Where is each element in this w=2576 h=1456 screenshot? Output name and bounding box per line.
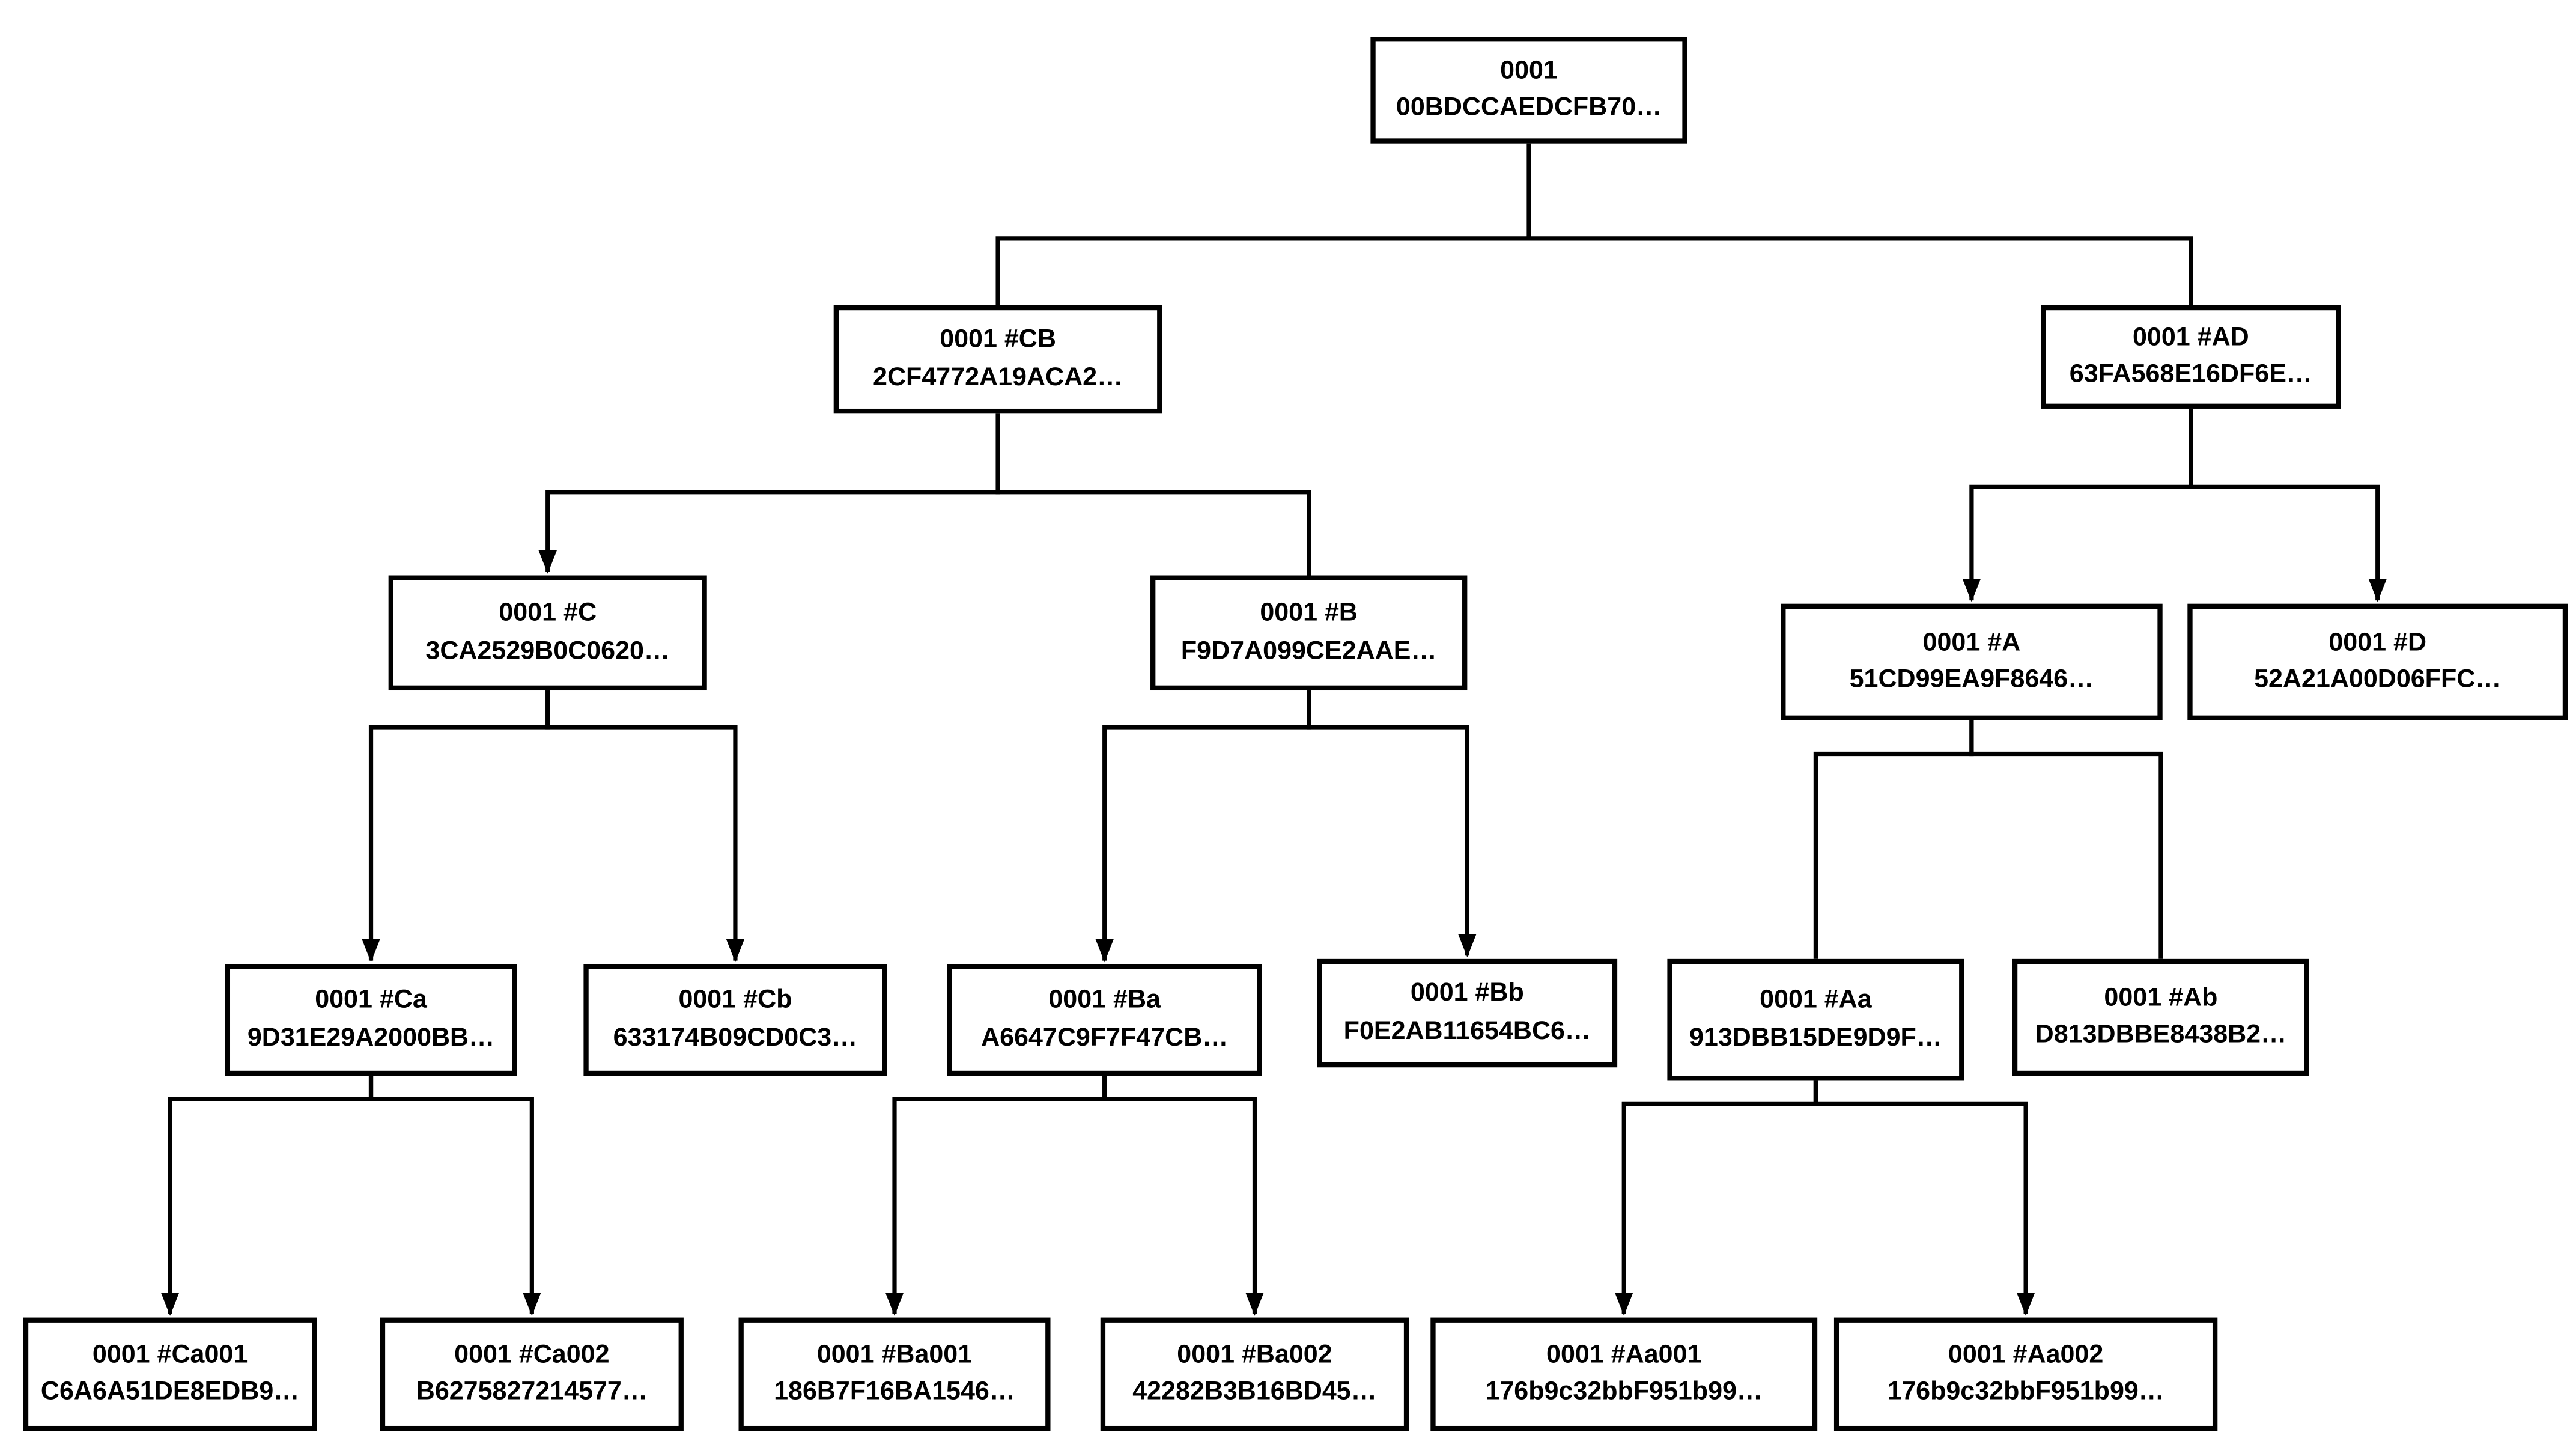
tree-node-Ba002: 0001 #Ba002 42282B3B16BD45… <box>1100 1317 1409 1431</box>
node-hash: C6A6A51DE8EDB9… <box>40 1377 300 1406</box>
node-hash: B6275827214577… <box>416 1377 648 1406</box>
tree-node-Aa001: 0001 #Aa001 176b9c32bbF951b99… <box>1430 1317 1818 1431</box>
tree-node-Ca001: 0001 #Ca001 C6A6A51DE8EDB9… <box>23 1317 317 1431</box>
node-hash: 00BDCCAEDCFB70… <box>1396 93 1662 122</box>
edge-AD-to-D <box>2189 408 2387 602</box>
node-hash: 42282B3B16BD45… <box>1132 1377 1377 1406</box>
tree-node-D: 0001 #D 52A21A00D06FFC… <box>2187 603 2568 720</box>
tree-node-Ca: 0001 #Ca 9D31E29A2000BB… <box>225 964 517 1076</box>
node-hash: 176b9c32bbF951b99… <box>1485 1377 1763 1406</box>
node-label: 0001 #Aa001 <box>1546 1340 1702 1369</box>
tree-node-Aa002: 0001 #Aa002 176b9c32bbF951b99… <box>1833 1317 2218 1431</box>
edge-C-to-Cb <box>545 690 745 963</box>
node-label: 0001 #A <box>1922 628 2021 657</box>
node-label: 0001 #Aa <box>1760 985 1872 1014</box>
tree-node-Ba001: 0001 #Ba001 186B7F16BA1546… <box>738 1317 1051 1431</box>
node-hash: 51CD99EA9F8646… <box>1849 665 2094 694</box>
tree-node-root: 0001 00BDCCAEDCFB70… <box>1370 37 1687 144</box>
edge-root-to-AD <box>1526 143 2193 305</box>
tree-node-Ba: 0001 #Ba A6647C9F7F47CB… <box>947 964 1262 1076</box>
edge-B-to-Bb <box>1307 690 1477 958</box>
node-label: 0001 #Ba002 <box>1177 1340 1332 1369</box>
node-hash: 2CF4772A19ACA2… <box>873 362 1123 391</box>
edge-Aa-to-Aa002 <box>1813 1080 2035 1316</box>
node-hash: F0E2AB11654BC6… <box>1343 1016 1591 1045</box>
tree-node-C: 0001 #C 3CA2529B0C0620… <box>388 575 707 691</box>
edge-B-to-Ba <box>1095 690 1311 963</box>
tree-node-Bb: 0001 #Bb F0E2AB11654BC6… <box>1317 958 1618 1068</box>
node-hash: 9D31E29A2000BB… <box>247 1023 495 1052</box>
edge-CB-to-B <box>995 413 1311 576</box>
node-label: 0001 #Ba001 <box>816 1340 973 1369</box>
node-label: 0001 #Ca <box>315 985 427 1014</box>
edge-AD-to-A <box>1962 408 2193 602</box>
node-label: 0001 #CB <box>940 325 1056 354</box>
edge-A-to-Ab <box>1969 720 2163 959</box>
node-label: 0001 #Cb <box>678 985 792 1014</box>
edge-Ca-to-Ca001 <box>160 1076 374 1316</box>
node-hash: 176b9c32bbF951b99… <box>1887 1377 2164 1406</box>
node-label: 0001 #Ca002 <box>454 1340 610 1369</box>
edge-Ba-to-Ba002 <box>1102 1076 1264 1316</box>
edge-C-to-Ca <box>362 690 550 963</box>
node-hash: 52A21A00D06FFC… <box>2254 665 2502 694</box>
edge-Aa-to-Aa001 <box>1614 1080 1818 1316</box>
tree-node-B: 0001 #B F9D7A099CE2AAE… <box>1150 575 1468 691</box>
node-label: 0001 #Ca001 <box>92 1340 248 1369</box>
node-label: 0001 #Ba <box>1048 985 1161 1014</box>
edge-root-to-CB <box>995 143 1531 305</box>
tree-node-AD: 0001 #AD 63FA568E16DF6E… <box>2041 305 2341 409</box>
node-label: 0001 #C <box>499 599 597 627</box>
node-label: 0001 #Bb <box>1410 979 1524 1008</box>
node-hash: 913DBB15DE9D9F… <box>1689 1023 1942 1052</box>
edge-A-to-Aa <box>1813 720 1974 959</box>
tree-node-CB: 0001 #CB 2CF4772A19ACA2… <box>833 305 1162 414</box>
node-label: 0001 #B <box>1260 599 1358 627</box>
node-label: 0001 #D <box>2328 628 2427 657</box>
node-label: 0001 <box>1500 56 1558 85</box>
node-label: 0001 #Aa002 <box>1948 1340 2104 1369</box>
node-label: 0001 #AD <box>2132 323 2249 352</box>
tree-node-Ca002: 0001 #Ca002 B6275827214577… <box>380 1317 684 1431</box>
edge-CB-to-C <box>538 413 1000 574</box>
node-hash: D813DBBE8438B2… <box>2035 1020 2287 1049</box>
node-hash: A6647C9F7F47CB… <box>981 1023 1229 1052</box>
edge-Ba-to-Ba001 <box>885 1076 1107 1316</box>
tree-node-Cb: 0001 #Cb 633174B09CD0C3… <box>583 964 887 1076</box>
node-label: 0001 #Ab <box>2104 983 2218 1012</box>
edge-Ca-to-Ca002 <box>368 1076 541 1316</box>
tree-node-Aa: 0001 #Aa 913DBB15DE9D9F… <box>1667 958 1964 1081</box>
node-hash: 633174B09CD0C3… <box>613 1023 858 1052</box>
node-hash: 63FA568E16DF6E… <box>2069 360 2312 389</box>
tree-node-A: 0001 #A 51CD99EA9F8646… <box>1781 603 2163 720</box>
tree-node-Ab: 0001 #Ab D813DBBE8438B2… <box>2012 958 2309 1076</box>
node-hash: F9D7A099CE2AAE… <box>1180 636 1437 665</box>
node-hash: 186B7F16BA1546… <box>774 1377 1015 1406</box>
node-hash: 3CA2529B0C0620… <box>425 636 670 665</box>
